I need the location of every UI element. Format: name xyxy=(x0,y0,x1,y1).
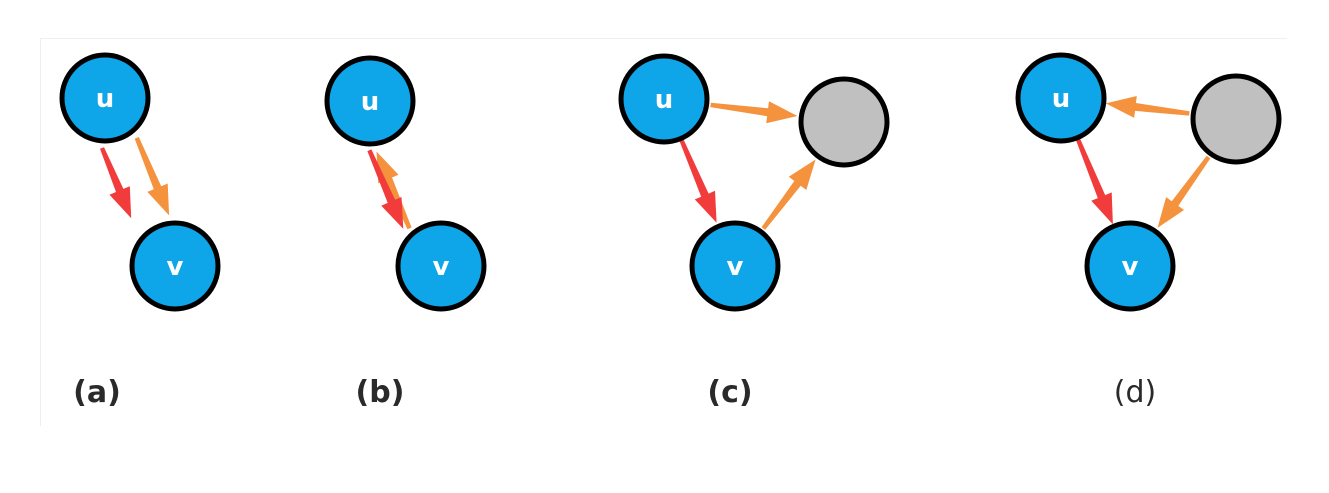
edge-red-u-to-v-panel-3 xyxy=(679,139,717,223)
node-label: u xyxy=(361,87,380,117)
panel-label-c: (c) xyxy=(707,375,752,410)
edge-red-u-to-v-panel-1 xyxy=(100,147,132,219)
node-label: v xyxy=(727,252,744,282)
edge-orange-v-to-u-panel-2 xyxy=(376,151,412,230)
panel-labels-layer: (a) (b) (c) (d) xyxy=(73,375,1156,410)
nodes-layer: u v u v u v u v xyxy=(59,52,1282,312)
edge-orange-w-to-u-panel-4 xyxy=(1105,96,1190,118)
node-circle xyxy=(618,53,710,145)
node-label: v xyxy=(433,252,450,282)
edge-red-u-to-v-panel-4 xyxy=(1076,138,1113,225)
panel-label-d: (d) xyxy=(1114,375,1156,410)
edge-orange-u-to-w-panel-3 xyxy=(710,101,798,124)
panel-label-b: (b) xyxy=(356,375,405,410)
diagram-frame xyxy=(40,38,1287,426)
node-u-panel-3: u xyxy=(618,53,710,145)
panel-label-a: (a) xyxy=(73,375,121,410)
node-v-panel-2: v xyxy=(395,220,487,312)
node-u-panel-4: u xyxy=(1015,52,1107,144)
edge-red-u-to-v-panel-2 xyxy=(367,149,404,229)
node-v-panel-1: v xyxy=(129,220,221,312)
gray-node-panel-4 xyxy=(1190,73,1282,165)
node-circle xyxy=(1084,220,1176,312)
edge-orange-u-to-v-panel-1 xyxy=(134,137,170,216)
node-label: u xyxy=(96,84,115,114)
node-circle xyxy=(1190,73,1282,165)
node-v-panel-3: v xyxy=(689,220,781,312)
gray-node-panel-3 xyxy=(798,76,890,168)
node-circle xyxy=(689,220,781,312)
node-u-panel-2: u xyxy=(324,55,416,147)
edge-orange-v-to-w-panel-3 xyxy=(761,159,816,230)
node-label: u xyxy=(655,85,674,115)
node-circle xyxy=(59,52,151,144)
node-label: v xyxy=(167,252,184,282)
node-circle xyxy=(798,76,890,168)
node-circle xyxy=(324,55,416,147)
node-circle xyxy=(1015,52,1107,144)
node-circle xyxy=(395,220,487,312)
node-label: v xyxy=(1122,252,1139,282)
edge-orange-w-to-v-panel-4 xyxy=(1157,155,1211,228)
node-circle xyxy=(129,220,221,312)
edges-layer xyxy=(100,96,1211,230)
node-v-panel-4: v xyxy=(1084,220,1176,312)
node-label: u xyxy=(1052,84,1071,114)
node-u-panel-1: u xyxy=(59,52,151,144)
